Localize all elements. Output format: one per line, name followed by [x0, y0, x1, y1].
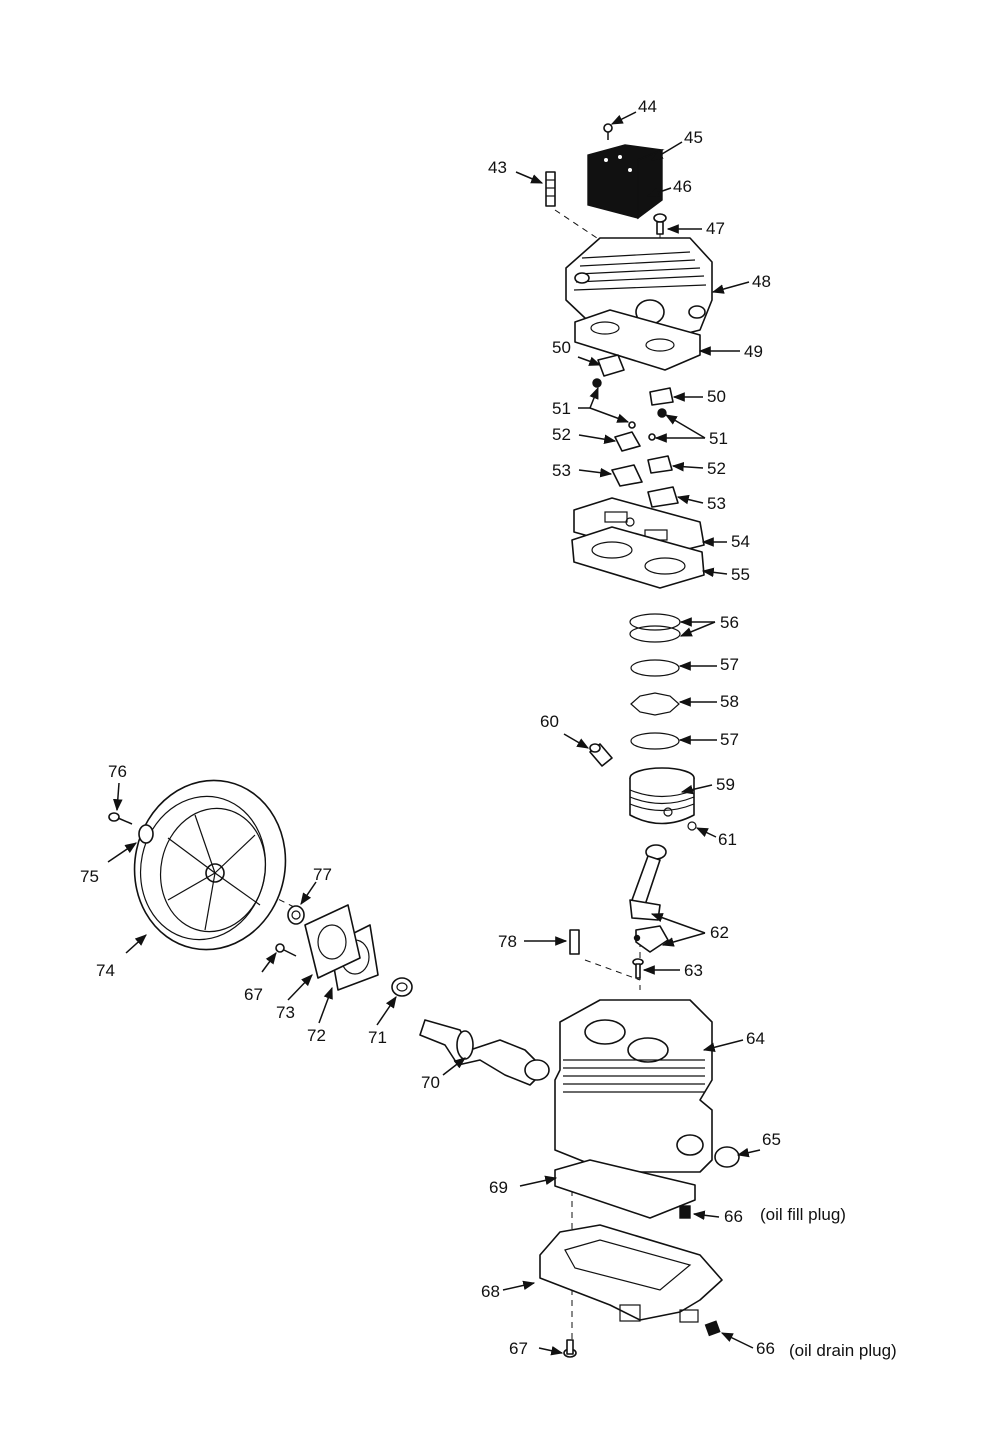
- label-44: 44: [638, 97, 657, 116]
- label-78: 78: [498, 932, 517, 951]
- valve-part-left: [597, 354, 625, 377]
- label-51-right: 51: [709, 429, 728, 448]
- label-56: 56: [720, 613, 739, 632]
- label-75: 75: [80, 867, 99, 886]
- screw-part: [603, 123, 613, 140]
- label-76: 76: [108, 762, 127, 781]
- pin-lock-part: [687, 821, 697, 831]
- bolt-part: [653, 213, 667, 235]
- bracket-plate-part: [587, 144, 665, 220]
- label-66-top: 66: [724, 1207, 743, 1226]
- compression-rings-part: [629, 613, 681, 643]
- reed-part-right: [647, 486, 679, 508]
- label-67-bottom: 67: [509, 1339, 528, 1358]
- label-52-left: 52: [552, 425, 571, 444]
- oil-drain-plug-note: (oil drain plug): [789, 1341, 897, 1360]
- cylinder-block-part: [554, 999, 713, 1173]
- label-68: 68: [481, 1282, 500, 1301]
- base-plate-part: [539, 1224, 723, 1323]
- flywheel-bolt-part: [108, 812, 133, 825]
- label-62: 62: [710, 923, 729, 942]
- expander-ring-part: [630, 692, 680, 716]
- oil-fill-plug-part: [679, 1205, 691, 1219]
- oil-seal-part: [287, 905, 305, 925]
- label-52-right: 52: [707, 459, 726, 478]
- label-53-left: 53: [552, 461, 571, 480]
- bearing-carrier-part: [304, 904, 361, 979]
- oil-ring-part-upper: [630, 659, 680, 677]
- label-60: 60: [540, 712, 559, 731]
- label-71: 71: [368, 1028, 387, 1047]
- carrier-bolt-part: [275, 943, 297, 957]
- label-64: 64: [746, 1029, 765, 1048]
- label-69: 69: [489, 1178, 508, 1197]
- oil-drain-plug-part: [704, 1320, 721, 1337]
- crank-bearing-part: [391, 977, 413, 997]
- valve-part-right: [649, 387, 674, 406]
- connecting-rod-part: [629, 844, 669, 953]
- valve-screws-part: [592, 378, 667, 441]
- label-46: 46: [673, 177, 692, 196]
- label-58: 58: [720, 692, 739, 711]
- oil-fill-plug-note: (oil fill plug): [760, 1205, 846, 1224]
- wrist-pin-part: [589, 743, 613, 767]
- stud-part: [545, 171, 556, 207]
- oil-ring-part-lower: [630, 732, 680, 750]
- base-gasket-part: [554, 1159, 696, 1219]
- rod-bolt-part: [632, 958, 644, 979]
- flywheel-washer-part: [138, 824, 154, 844]
- label-66-bottom: 66: [756, 1339, 775, 1358]
- label-55: 55: [731, 565, 750, 584]
- label-74: 74: [96, 961, 115, 980]
- base-bolt-part: [563, 1339, 577, 1358]
- dowel-part: [569, 929, 580, 955]
- label-50-left: 50: [552, 338, 571, 357]
- crankshaft-part: [419, 1019, 550, 1086]
- label-48: 48: [752, 272, 771, 291]
- label-72: 72: [307, 1026, 326, 1045]
- label-57-lower: 57: [720, 730, 739, 749]
- flywheel-part: [133, 779, 287, 951]
- label-59: 59: [716, 775, 735, 794]
- leader-lines: [107, 111, 761, 1356]
- label-45: 45: [684, 128, 703, 147]
- bearing-plug-part: [714, 1146, 740, 1168]
- label-53-right: 53: [707, 494, 726, 513]
- label-43: 43: [488, 158, 507, 177]
- label-77: 77: [313, 865, 332, 884]
- valve-keeper-part-right: [647, 455, 673, 474]
- label-50-right: 50: [707, 387, 726, 406]
- piston-part: [629, 767, 695, 825]
- label-73: 73: [276, 1003, 295, 1022]
- reed-part-left: [611, 464, 643, 487]
- valve-keeper-part-left: [614, 431, 641, 452]
- label-54: 54: [731, 532, 750, 551]
- label-49: 49: [744, 342, 763, 361]
- label-65: 65: [762, 1130, 781, 1149]
- label-51-left: 51: [552, 399, 571, 418]
- label-61: 61: [718, 830, 737, 849]
- label-70: 70: [421, 1073, 440, 1092]
- label-63: 63: [684, 961, 703, 980]
- label-67-left: 67: [244, 985, 263, 1004]
- label-57-upper: 57: [720, 655, 739, 674]
- label-47: 47: [706, 219, 725, 238]
